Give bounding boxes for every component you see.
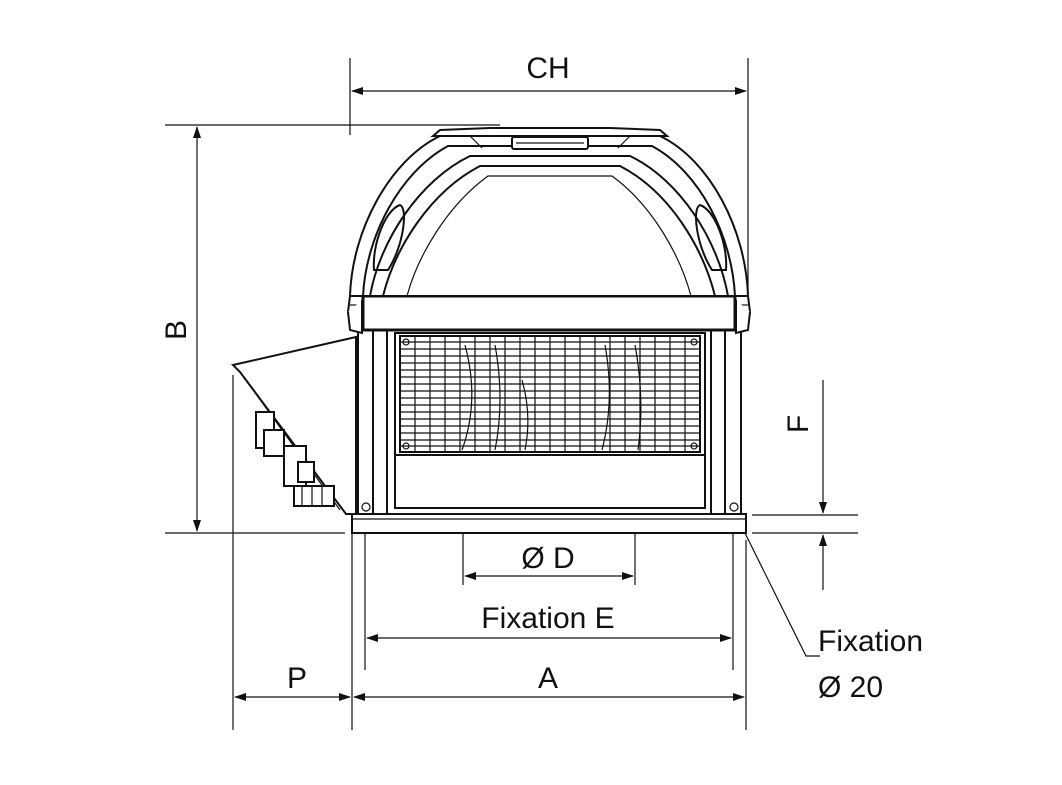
label-p: P <box>287 662 307 695</box>
extension-lines <box>165 58 858 730</box>
dimension-labels: CH B F Ø D Fixation E A P Fixation Ø 20 <box>160 52 923 704</box>
label-fixation-hole-2: Ø 20 <box>818 671 883 704</box>
base-plate <box>351 513 747 534</box>
label-f: F <box>782 415 815 433</box>
label-fixation-e: Fixation E <box>481 602 614 635</box>
label-a: A <box>538 662 558 695</box>
label-b: B <box>160 320 193 340</box>
dome <box>347 127 751 335</box>
terminal-box <box>231 335 357 515</box>
dimension-lines <box>193 87 827 701</box>
fixation-leader <box>739 522 820 657</box>
fan-body <box>231 127 752 534</box>
label-od: Ø D <box>521 542 574 575</box>
label-ch: CH <box>526 52 569 85</box>
grille <box>399 335 701 453</box>
label-fixation-hole-1: Fixation <box>818 625 923 658</box>
